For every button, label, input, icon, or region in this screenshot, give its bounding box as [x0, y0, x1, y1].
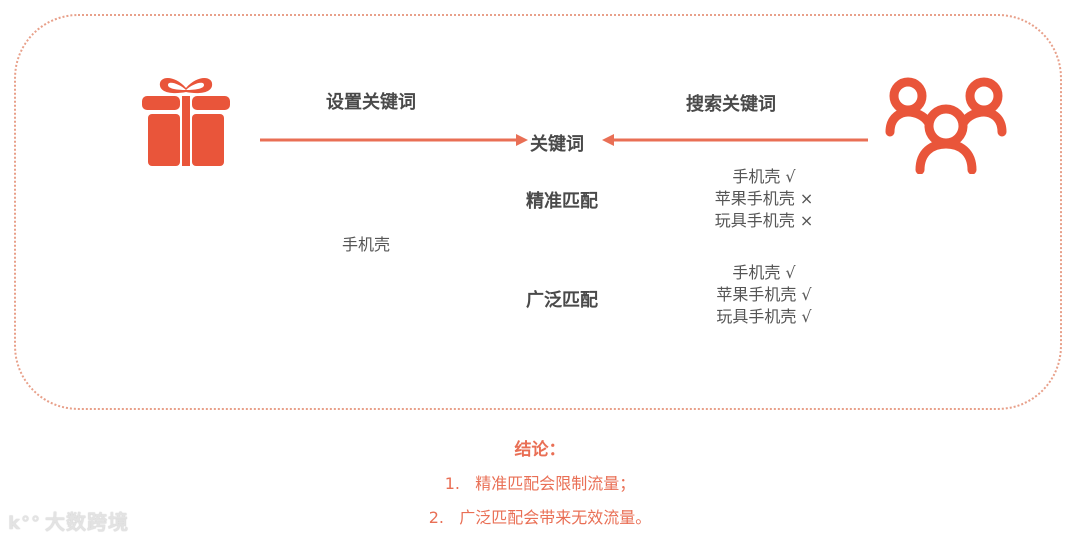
result-item: 手机壳 √	[732, 167, 796, 186]
arrow-search-to-keyword	[602, 134, 868, 146]
users-group-icon	[885, 77, 1007, 174]
result-item: 苹果手机壳 ×	[714, 189, 814, 208]
conclusion-title: 结论：	[514, 440, 566, 460]
gift-icon	[142, 78, 230, 166]
keyword-label: 关键词	[530, 134, 584, 155]
broad-match-results: 手机壳 √ 苹果手机壳 √ 玩具手机壳 √	[684, 262, 844, 328]
result-item: 手机壳 √	[732, 263, 796, 282]
result-item: 玩具手机壳 ×	[714, 211, 814, 230]
watermark-text: 大数跨境	[44, 510, 129, 534]
watermark: k°°大数跨境	[8, 506, 129, 535]
kdo-logo-icon: k°°	[8, 513, 41, 534]
result-item: 苹果手机壳 √	[716, 285, 812, 304]
arrow-set-to-keyword	[260, 134, 528, 146]
broad-match-label: 广泛匹配	[526, 290, 598, 311]
result-item: 玩具手机壳 √	[716, 307, 812, 326]
conclusion-item: 2. 广泛匹配会带来无效流量。	[428, 508, 652, 527]
exact-match-label: 精准匹配	[526, 191, 598, 212]
conclusion-item: 1. 精准匹配会限制流量；	[444, 474, 636, 493]
seller-keyword: 手机壳	[342, 235, 391, 254]
search-keyword-label: 搜索关键词	[686, 94, 776, 115]
exact-match-results: 手机壳 √ 苹果手机壳 × 玩具手机壳 ×	[684, 166, 844, 232]
set-keyword-label: 设置关键词	[326, 92, 416, 113]
dotted-frame	[14, 14, 1062, 410]
